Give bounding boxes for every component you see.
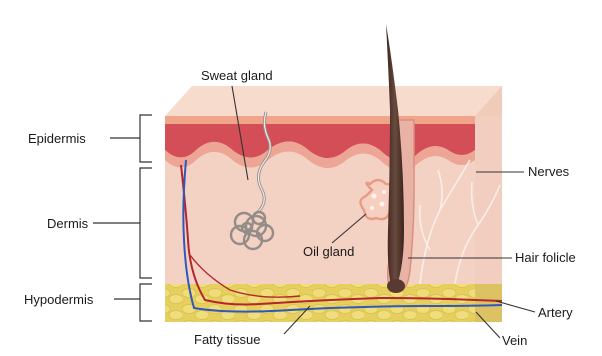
- hair-bulb: [387, 279, 405, 293]
- label-sweat-gland: Sweat gland: [201, 68, 273, 84]
- label-fatty-tissue: Fatty tissue: [194, 332, 260, 348]
- label-nerves: Nerves: [528, 164, 569, 180]
- label-hypodermis: Hypodermis: [24, 292, 93, 308]
- hypodermis-layer: [165, 284, 475, 322]
- label-oil-gland: Oil gland: [303, 244, 354, 260]
- label-artery: Artery: [538, 305, 573, 321]
- skin-top-face: [165, 86, 502, 116]
- layer-brackets: [93, 115, 152, 321]
- label-dermis: Dermis: [47, 216, 88, 232]
- hypodermis-side: [475, 284, 502, 322]
- epidermis-top-stripe: [165, 116, 475, 124]
- label-hair-follicle: Hair folicle: [515, 250, 576, 266]
- label-epidermis: Epidermis: [28, 131, 86, 147]
- label-vein: Vein: [502, 333, 527, 349]
